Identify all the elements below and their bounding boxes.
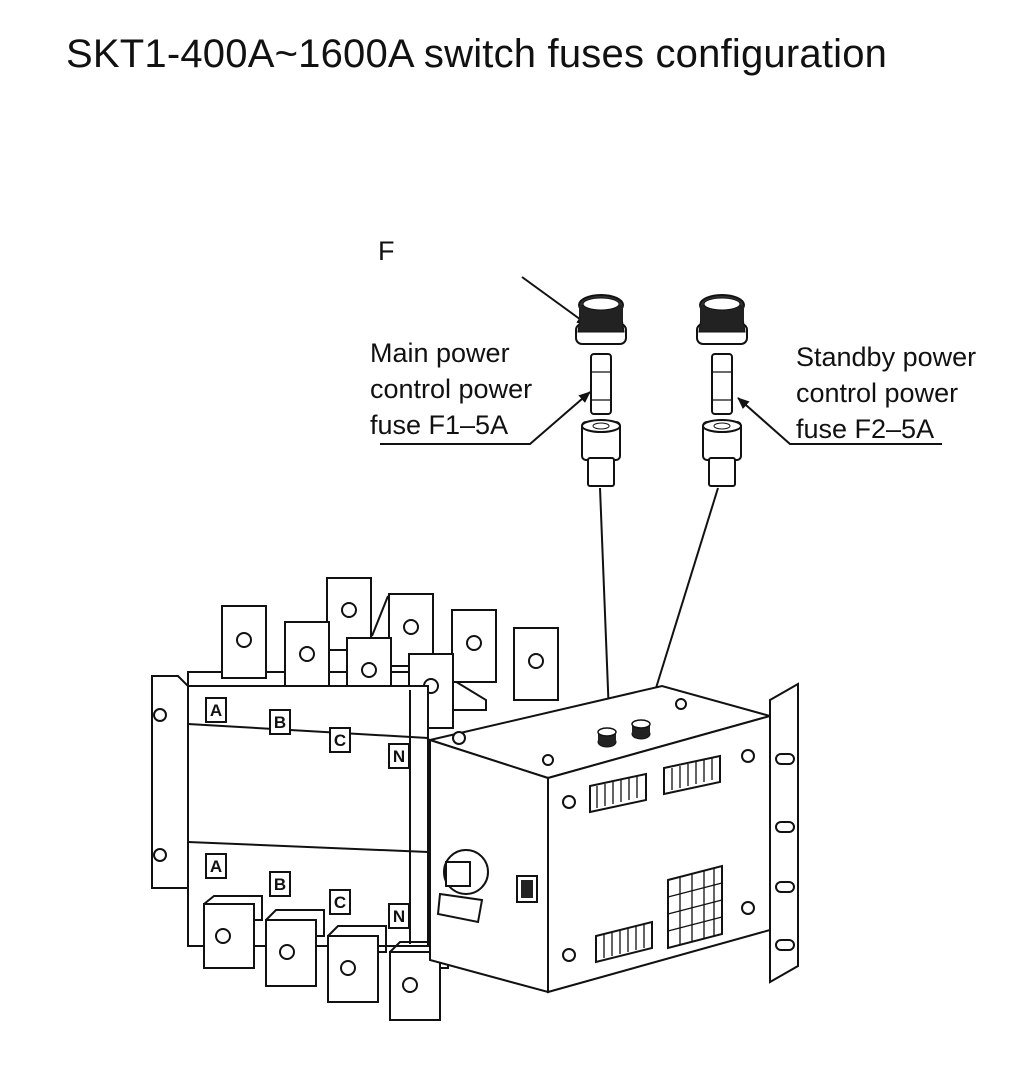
fuse-holder-label: F — [378, 236, 395, 266]
phase-b-label: B — [274, 713, 286, 732]
terminal-block-icon — [595, 920, 653, 964]
phase-labels-bottom: A B C N — [205, 853, 410, 929]
phase-labels-top: A B C N — [205, 697, 410, 769]
phase-c-label: C — [334, 731, 346, 750]
fuse-assembly-f2 — [641, 294, 748, 731]
svg-text:control power: control power — [796, 378, 958, 408]
top-terminals-back — [221, 577, 559, 701]
fuse-cartridge-icon — [711, 353, 733, 415]
fuse-cartridge-icon — [590, 353, 612, 415]
svg-text:control power: control power — [370, 374, 532, 404]
phase-a-label: A — [210, 701, 222, 720]
svg-text:fuse F2–5A: fuse F2–5A — [796, 414, 934, 444]
phase-c-label: C — [334, 893, 346, 912]
fuse-holder-leader — [521, 276, 589, 326]
fuse-socket-f1-icon — [597, 727, 617, 748]
terminal-block-icon — [663, 754, 721, 796]
phase-n-label: N — [393, 747, 405, 766]
bottom-terminals — [203, 895, 449, 1021]
fuse-assembly-f1 — [575, 294, 627, 741]
page-title: SKT1-400A~1600A switch fuses configurati… — [66, 32, 888, 76]
svg-text:Standby power: Standby power — [796, 342, 976, 372]
phase-a-label: A — [210, 857, 222, 876]
switch-body: A B C N A B C N — [151, 577, 799, 1021]
fuse-socket-f2-icon — [631, 719, 651, 740]
fuse-holder-cap-icon — [696, 294, 748, 345]
svg-text:Main power: Main power — [370, 338, 510, 368]
terminal-block-icon — [667, 864, 723, 950]
standby-fuse-leader — [737, 397, 942, 445]
standby-power-fuse-label: Standby power control power fuse F2–5A — [796, 342, 976, 444]
phase-n-label: N — [393, 907, 405, 926]
svg-text:fuse F1–5A: fuse F1–5A — [370, 410, 508, 440]
main-power-fuse-label: Main power control power fuse F1–5A — [370, 338, 532, 440]
fuse-holder-cap-icon — [575, 294, 627, 345]
terminal-block-icon — [589, 772, 647, 814]
main-fuse-leader — [380, 391, 591, 445]
fuse-base-icon — [702, 419, 742, 487]
phase-b-label: B — [274, 875, 286, 894]
handle-icon — [436, 849, 489, 924]
fuse-base-icon — [581, 419, 621, 487]
